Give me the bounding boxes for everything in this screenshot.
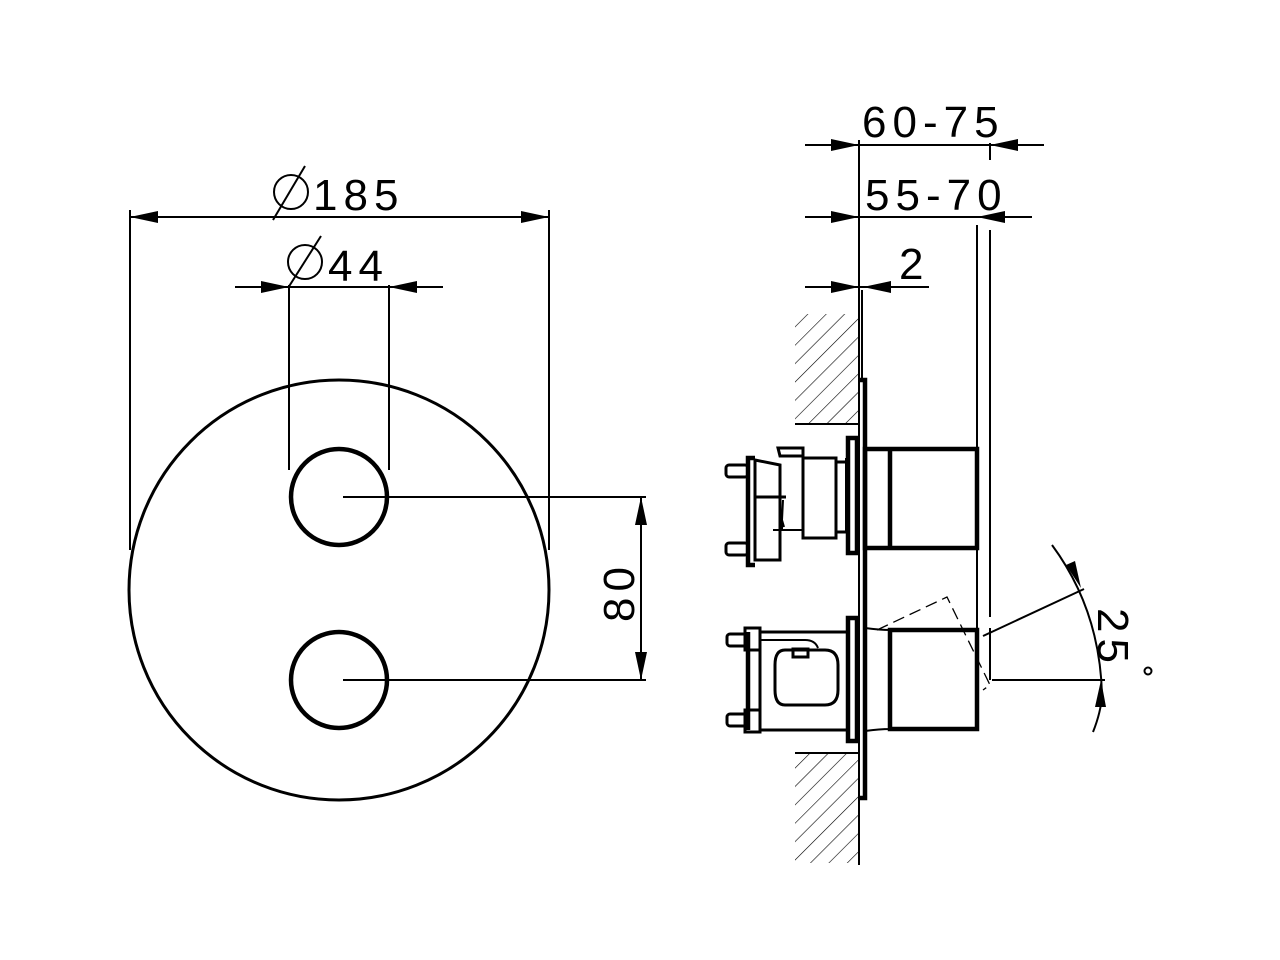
depth-max-dimension: 60-75 bbox=[805, 98, 1044, 151]
diameter-symbol-icon bbox=[287, 235, 323, 289]
depth-min-dimension: 55-70 bbox=[805, 171, 1032, 223]
knob-diameter-label: 44 bbox=[328, 242, 389, 291]
depth-max-label: 60-75 bbox=[862, 98, 1005, 147]
faceplate-outline bbox=[127, 378, 551, 802]
lower-valve-assembly bbox=[725, 596, 991, 744]
front-view: 185 44 80 bbox=[127, 165, 647, 802]
faceplate-side bbox=[859, 377, 868, 801]
knob-spacing-dimension: 80 bbox=[343, 496, 647, 681]
knob-diameter-dimension: 44 bbox=[235, 235, 443, 470]
rotated-knob-outline bbox=[876, 596, 991, 691]
side-view: 60-75 55-70 2 25 bbox=[724, 98, 1153, 865]
degree-symbol-icon bbox=[1143, 666, 1153, 676]
depth-min-label: 55-70 bbox=[865, 171, 1008, 220]
wall-section-upper bbox=[795, 314, 859, 424]
plate-thickness-dimension: 2 bbox=[805, 240, 929, 293]
diameter-symbol-icon bbox=[272, 165, 309, 221]
rotation-angle-dimension: 25 bbox=[982, 544, 1153, 733]
outer-diameter-dimension: 185 bbox=[129, 165, 550, 550]
wall-section-lower bbox=[795, 753, 859, 863]
outer-diameter-label: 185 bbox=[313, 171, 404, 220]
rotation-angle-label: 25 bbox=[1088, 608, 1137, 669]
plate-thickness-label: 2 bbox=[899, 240, 929, 289]
knob-spacing-label: 80 bbox=[595, 561, 644, 622]
upper-valve-assembly bbox=[724, 435, 980, 568]
